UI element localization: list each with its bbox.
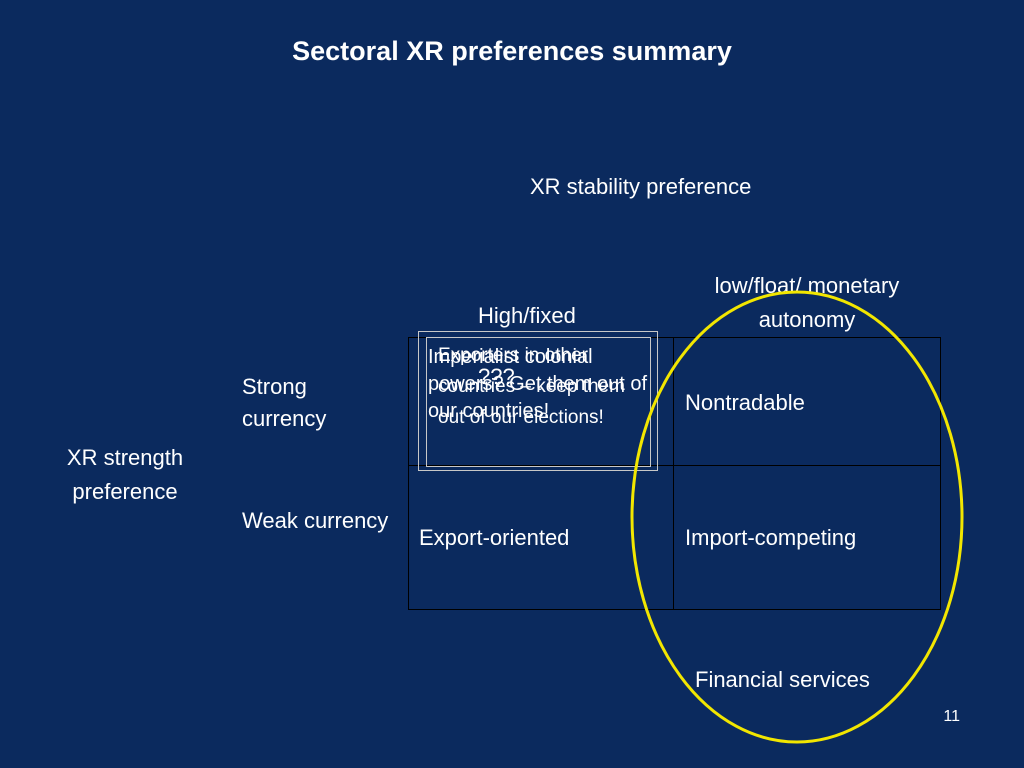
question-marks: ???: [478, 364, 515, 389]
cell-export-oriented: Export-oriented: [419, 525, 570, 550]
overlap-text-colonial: Imperialist colonial powers? Get them ou…: [428, 346, 648, 422]
overlap-text-exporters: Exporters in other countries – keep them…: [438, 345, 625, 428]
cell-import-competing: Import-competing: [685, 525, 857, 550]
row-header-strong-currency: Strong currency: [242, 374, 327, 431]
slide-title: Sectoral XR preferences summary: [292, 36, 732, 66]
column-header-low-float: low/float/ monetary autonomy: [714, 273, 900, 332]
cell-nontradable: Nontradable: [685, 390, 805, 415]
row-header-weak-currency: Weak currency: [242, 508, 389, 533]
grid-vertical-divider: [673, 337, 674, 609]
strength-axis-label: XR strength preference: [66, 445, 184, 504]
stability-axis-label: XR stability preference: [530, 174, 752, 199]
column-header-high-fixed: High/fixed: [478, 303, 576, 328]
financial-services-label: Financial services: [695, 667, 870, 692]
slide-number: 11: [943, 708, 960, 725]
